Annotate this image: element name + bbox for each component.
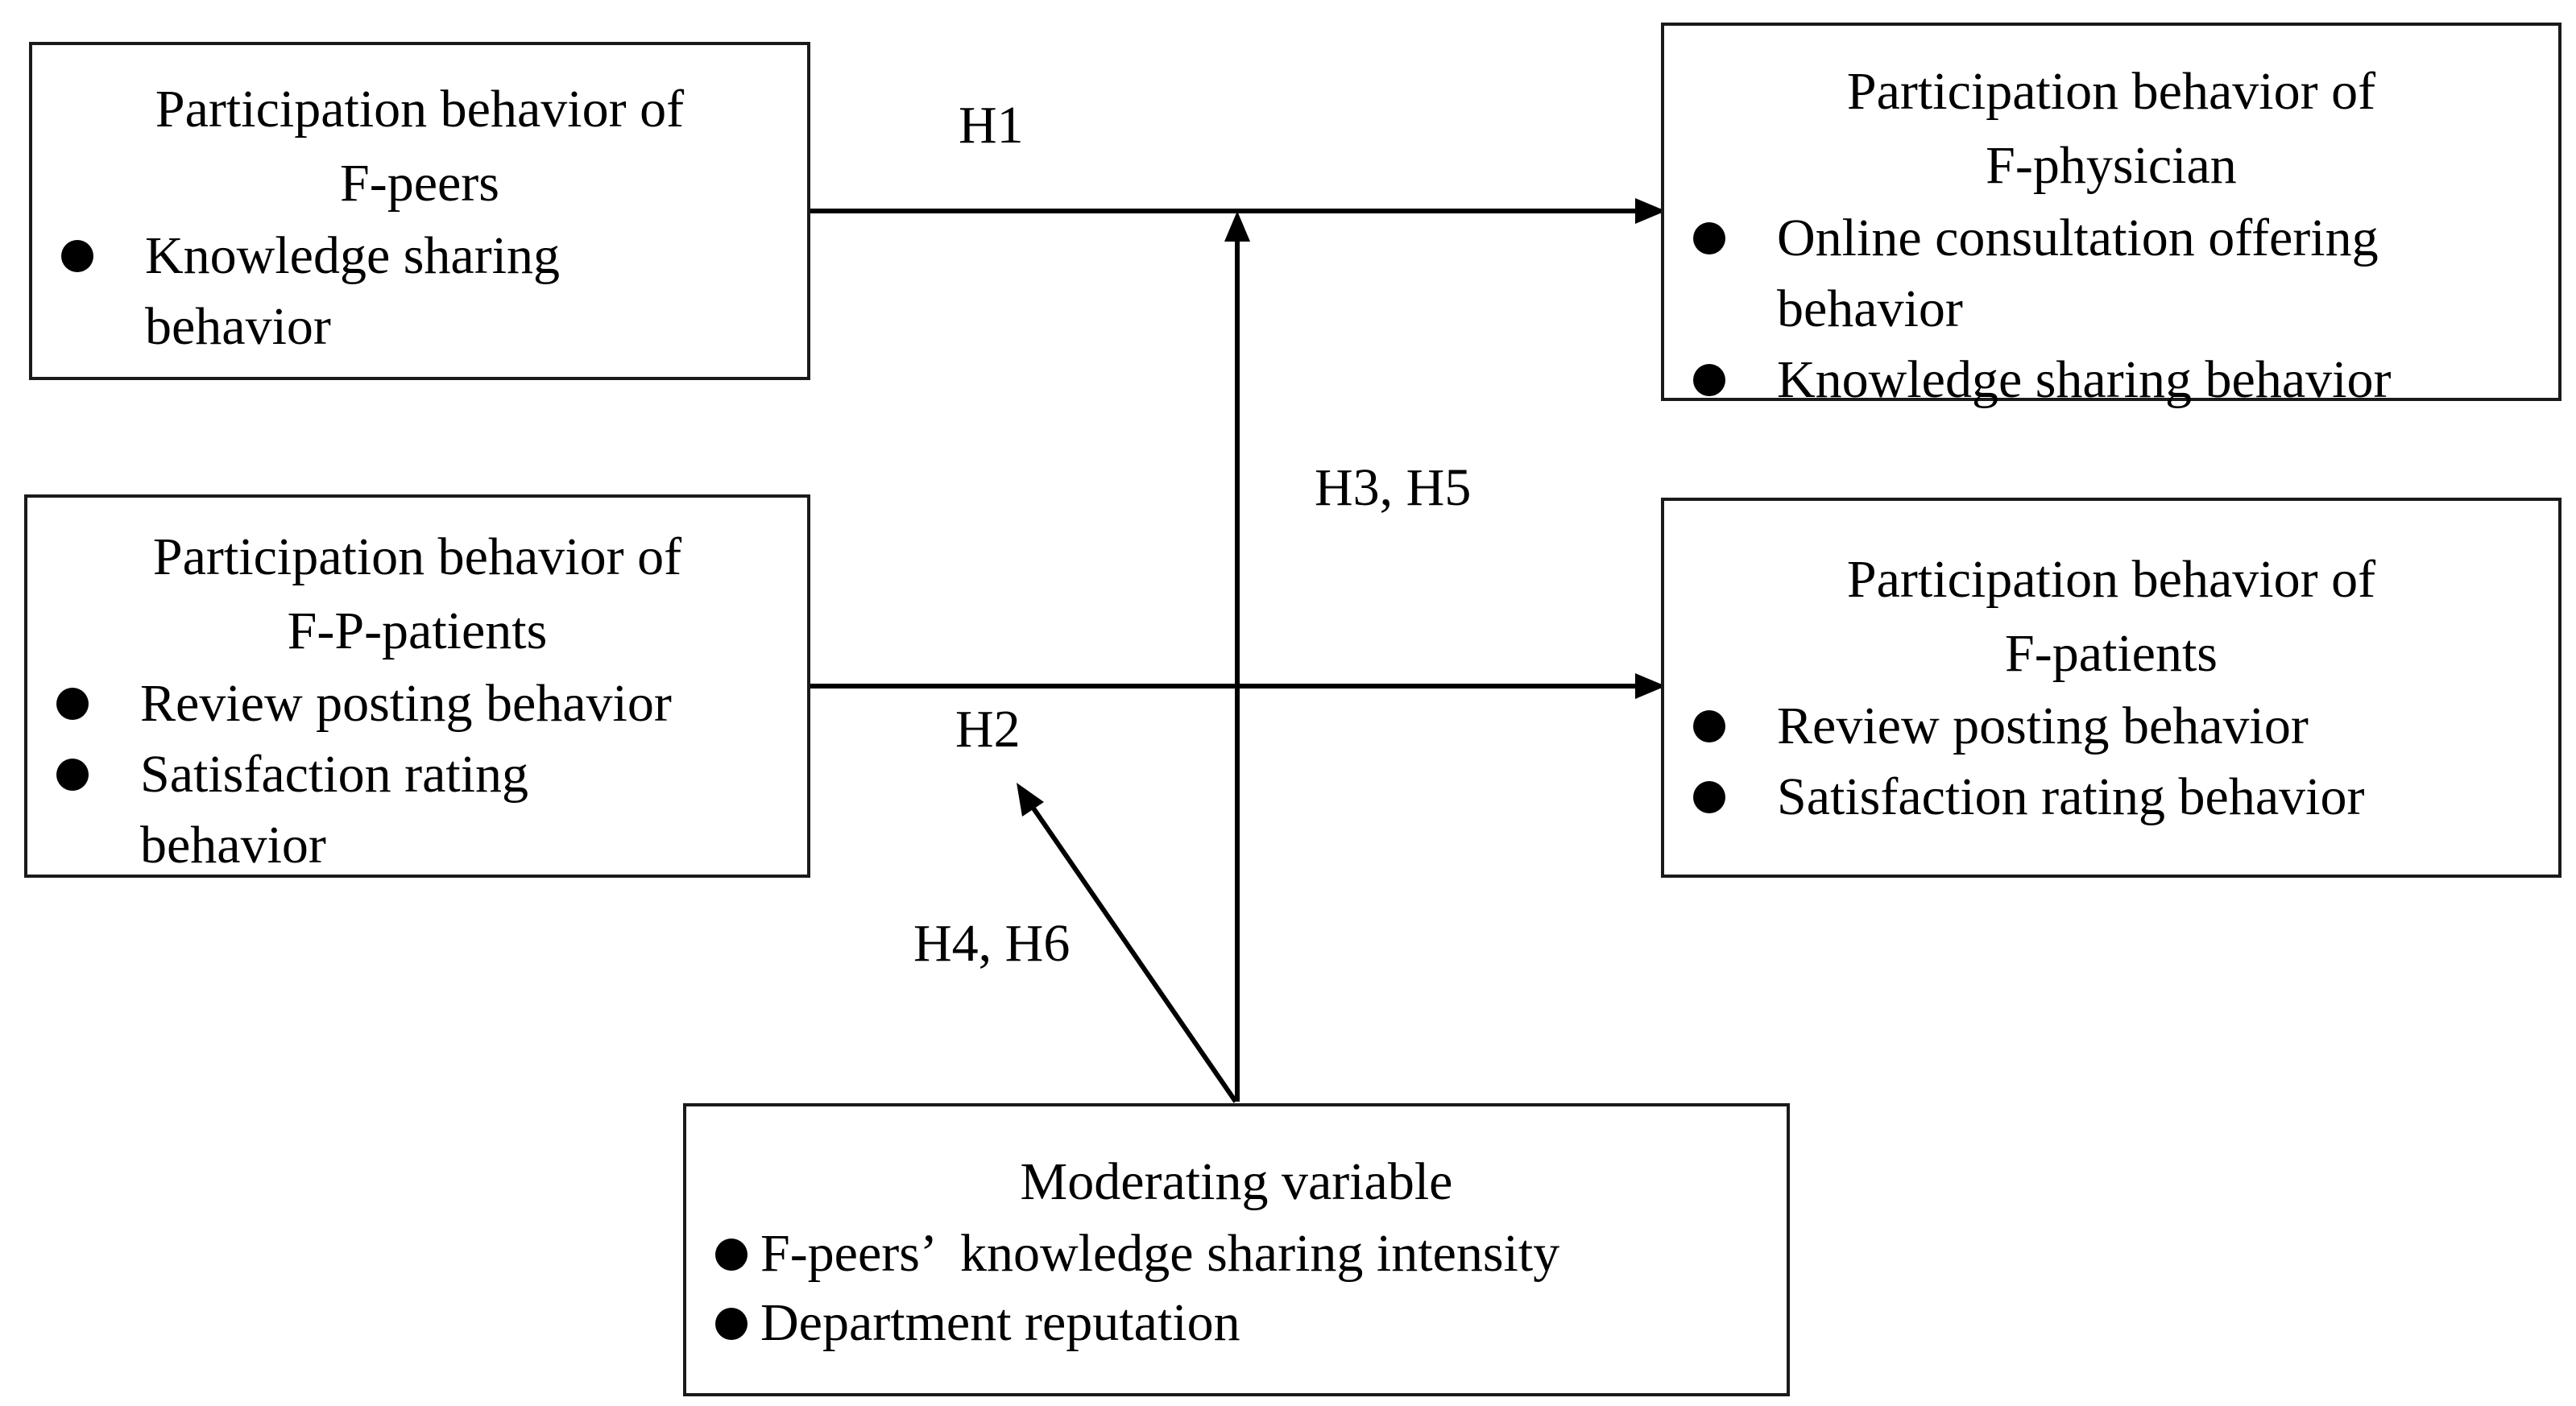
bullet-dot-icon [1693,781,1725,813]
bullet-line: Online consultation offering [1777,209,2379,267]
arrow-moderator-h4-h6 [1019,789,1238,1103]
arrowhead-moderator-h4-h6 [1017,783,1044,817]
arrowhead-moderator-h3-h5 [1224,211,1250,242]
bullet-item: F-peers’ knowledge sharing intensity [715,1219,1787,1288]
bullet-dot-icon [715,1308,748,1340]
bullet-item: Knowledge sharing behavior [1664,345,2558,416]
bullet-line: F-peers’ knowledge sharing intensity [760,1224,1560,1283]
bullet-list: Review posting behavior Satisfaction rat… [1664,691,2558,833]
box-title: Participation behavior of F-P-patients [27,520,807,668]
bullet-dot-icon [61,240,93,272]
title-line: Participation behavior of [1846,550,2376,609]
bullet-line: Knowledge sharing [145,226,561,285]
box-f-peers: Participation behavior of F-peers Knowle… [29,42,810,380]
bullet-dot-icon [56,759,89,791]
box-f-p-patients: Participation behavior of F-P-patients R… [24,494,810,878]
bullet-line: behavior [145,297,331,356]
bullet-list: F-peers’ knowledge sharing intensity Dep… [686,1219,1787,1358]
box-title: Moderating variable [686,1145,1787,1219]
hypothesis-label-h2: H2 [955,700,1021,759]
bullet-line: Satisfaction rating [140,745,529,804]
box-title: Participation behavior of F-peers [32,72,807,221]
hypothesis-label-h4-h6: H4, H6 [913,914,1071,973]
box-f-patients: Participation behavior of F-patients Rev… [1661,498,2562,878]
bullet-line: Satisfaction rating behavior [1777,767,2365,826]
bullet-line: behavior [140,816,326,875]
box-title: Participation behavior of F-physician [1664,55,2558,203]
title-line: Participation behavior of [1846,62,2376,121]
bullet-list: Online consultation offering behavior Kn… [1664,203,2558,416]
bullet-dot-icon [1693,364,1725,396]
bullet-line: behavior [1777,279,1963,338]
title-line: F-physician [1986,136,2237,195]
title-line: Participation behavior of [152,527,682,586]
bullet-item: Review posting behavior [1664,691,2558,762]
box-moderating-variable: Moderating variable F-peers’ knowledge s… [683,1103,1790,1396]
bullet-dot-icon [715,1239,748,1271]
bullet-dot-icon [1693,222,1725,254]
title-line: Participation behavior of [155,80,685,139]
hypothesis-label-h3-h5: H3, H5 [1315,458,1472,517]
title-line: F-patients [2005,624,2218,683]
title-line: F-P-patients [287,602,548,660]
bullet-item: Review posting behavior [27,668,807,739]
bullet-item: Satisfaction rating behavior [1664,762,2558,833]
title-line: F-peers [340,154,499,213]
bullet-line: Knowledge sharing behavior [1777,350,2392,409]
box-f-physician: Participation behavior of F-physician On… [1661,23,2562,409]
title-line: Moderating variable [1020,1152,1453,1211]
hypothesis-label-h1: H1 [959,96,1024,155]
bullet-dot-icon [56,688,89,720]
bullet-item: Department reputation [715,1288,1787,1358]
box-title: Participation behavior of F-patients [1664,543,2558,691]
bullet-item: Knowledge sharing behavior [32,221,807,362]
bullet-line: Review posting behavior [140,674,672,733]
arrowhead-h2 [1635,673,1666,699]
bullet-list: Knowledge sharing behavior [32,221,807,362]
arrowhead-h1 [1635,198,1666,224]
bullet-item: Online consultation offering behavior [1664,203,2558,345]
bullet-line: Review posting behavior [1777,697,2309,755]
bullet-list: Review posting behavior Satisfaction rat… [27,668,807,881]
bullet-item: Satisfaction rating behavior [27,739,807,881]
bullet-line: Department reputation [760,1293,1240,1352]
bullet-dot-icon [1693,710,1725,742]
